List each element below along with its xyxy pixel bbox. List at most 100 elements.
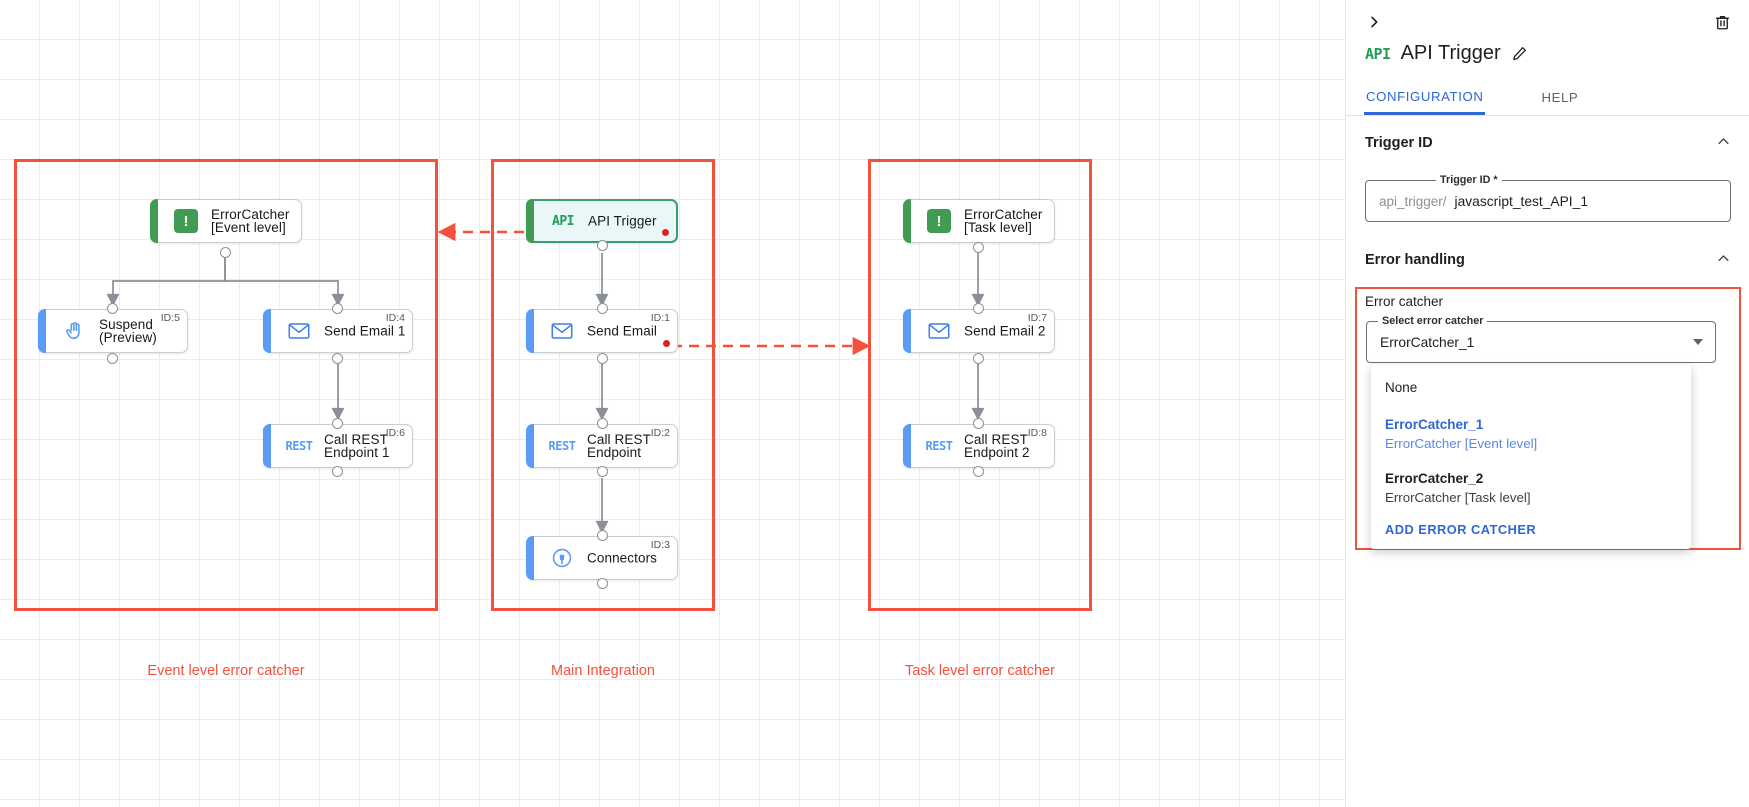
node-label: Send Email 1	[324, 323, 406, 339]
node-call-rest-endpoint[interactable]: REST Call REST Endpoint ID:2	[526, 424, 678, 468]
tab-configuration[interactable]: CONFIGURATION	[1364, 80, 1486, 115]
dropdown-option-errorcatcher-1[interactable]: ErrorCatcher_1 ErrorCatcher [Event level…	[1371, 410, 1691, 458]
chevron-up-icon[interactable]	[1716, 134, 1731, 152]
connectors-icon	[549, 545, 575, 571]
rest-icon: REST	[285, 439, 313, 453]
port-out-send-email[interactable]	[597, 353, 608, 364]
envelope-icon	[549, 318, 575, 344]
error-catcher-dropdown[interactable]: None ErrorCatcher_1 ErrorCatcher [Event …	[1371, 365, 1691, 549]
panel-header: API API Trigger	[1346, 0, 1749, 78]
node-id-tag: ID:2	[650, 427, 670, 439]
node-id-tag: ID:7	[1027, 312, 1047, 324]
node-id-tag: ID:4	[385, 312, 405, 324]
node-label: ErrorCatcher [Task level]	[964, 207, 1043, 235]
node-accent-stripe	[38, 309, 46, 353]
node-label: ErrorCatcher [Event level]	[211, 207, 290, 235]
node-accent-stripe	[903, 424, 911, 468]
port-out-api-trigger[interactable]	[597, 240, 608, 251]
page-title: API Trigger	[1400, 42, 1501, 64]
node-label: Suspend (Preview)	[99, 317, 157, 345]
node-error-indicator	[663, 340, 670, 347]
node-accent-stripe	[150, 199, 158, 243]
group-label-task-level: Task level error catcher	[905, 663, 1055, 679]
group-frame-event-level[interactable]	[14, 159, 438, 611]
port-in-call-rest-2[interactable]	[973, 418, 984, 429]
panel-title-row: API API Trigger	[1365, 42, 1529, 65]
node-accent-stripe	[526, 309, 534, 353]
dropdown-option-errorcatcher-2[interactable]: ErrorCatcher_2 ErrorCatcher [Task level]	[1371, 464, 1691, 512]
port-out-send-email-2[interactable]	[973, 353, 984, 364]
section-heading: Trigger ID	[1365, 135, 1433, 151]
error-catcher-select-value: ErrorCatcher_1	[1380, 334, 1475, 350]
section-heading: Error handling	[1365, 252, 1465, 268]
node-label: Send Email	[587, 323, 658, 339]
chevron-up-icon[interactable]	[1716, 251, 1731, 269]
section-trigger-id[interactable]: Trigger ID	[1346, 120, 1749, 166]
option-secondary: ErrorCatcher [Event level]	[1385, 436, 1538, 451]
node-label: Call REST Endpoint 1	[324, 432, 390, 460]
dropdown-option-none[interactable]: None	[1371, 373, 1691, 402]
port-out-connectors[interactable]	[597, 578, 608, 589]
trigger-id-prefix: api_trigger/	[1379, 193, 1447, 209]
port-in-send-email-1[interactable]	[332, 303, 343, 314]
tab-help[interactable]: HELP	[1541, 90, 1579, 105]
node-id-tag: ID:8	[1027, 427, 1047, 439]
error-catcher-icon: !	[173, 208, 199, 234]
error-catcher-box: Error catcher ErrorCatcher_1 Select erro…	[1355, 287, 1741, 550]
port-out-call-rest-2[interactable]	[973, 466, 984, 477]
node-call-rest-endpoint-1[interactable]: REST Call REST Endpoint 1 ID:6	[263, 424, 413, 468]
group-frame-main-integration[interactable]	[491, 159, 715, 611]
port-out-errorcatcher-task[interactable]	[973, 242, 984, 253]
panel-tabs: CONFIGURATION HELP	[1346, 80, 1749, 116]
port-out-send-email-1[interactable]	[332, 353, 343, 364]
port-out-call-rest[interactable]	[597, 466, 608, 477]
port-in-call-rest[interactable]	[597, 418, 608, 429]
port-out-suspend[interactable]	[107, 353, 118, 364]
port-out-errorcatcher-event[interactable]	[220, 247, 231, 258]
node-accent-stripe	[526, 199, 534, 243]
envelope-icon	[286, 318, 312, 344]
workflow-canvas[interactable]: Event level error catcher Main Integrati…	[0, 0, 1345, 807]
node-send-email[interactable]: Send Email ID:1	[526, 309, 678, 353]
node-call-rest-endpoint-2[interactable]: REST Call REST Endpoint 2 ID:8	[903, 424, 1055, 468]
add-error-catcher-button[interactable]: ADD ERROR CATCHER	[1385, 522, 1537, 537]
node-api-trigger[interactable]: API API Trigger	[526, 199, 678, 243]
error-catcher-label: Error catcher	[1365, 294, 1444, 309]
api-badge-text: API	[1365, 44, 1391, 63]
option-primary: ErrorCatcher_2	[1385, 471, 1484, 486]
rest-icon: REST	[548, 439, 576, 453]
section-error-handling[interactable]: Error handling	[1346, 237, 1749, 283]
group-frame-task-level[interactable]	[868, 159, 1092, 611]
chevron-right-icon[interactable]	[1360, 8, 1388, 36]
option-primary: None	[1385, 380, 1418, 395]
trigger-id-field[interactable]: api_trigger/ javascript_test_API_1	[1365, 180, 1731, 222]
node-accent-stripe	[263, 424, 271, 468]
port-in-send-email-2[interactable]	[973, 303, 984, 314]
port-out-call-rest-1[interactable]	[332, 466, 343, 477]
node-connectors[interactable]: Connectors ID:3	[526, 536, 678, 580]
node-errorcatcher-task[interactable]: ! ErrorCatcher [Task level]	[903, 199, 1055, 243]
node-send-email-1[interactable]: Send Email 1 ID:4	[263, 309, 413, 353]
group-label-event-level: Event level error catcher	[147, 663, 305, 679]
error-catcher-select[interactable]: ErrorCatcher_1	[1366, 321, 1716, 363]
trigger-id-value: javascript_test_API_1	[1454, 193, 1588, 209]
node-suspend-preview[interactable]: Suspend (Preview) ID:5	[38, 309, 188, 353]
node-id-tag: ID:1	[650, 312, 670, 324]
group-label-main-integration: Main Integration	[551, 663, 655, 679]
port-in-suspend[interactable]	[107, 303, 118, 314]
properties-panel: API API Trigger CONFIGURATION HELP Trigg…	[1345, 0, 1749, 807]
chevron-down-icon[interactable]	[1693, 339, 1703, 345]
node-label: Call REST Endpoint	[587, 432, 651, 460]
port-in-connectors[interactable]	[597, 530, 608, 541]
error-catcher-select-legend: Select error catcher	[1378, 315, 1488, 327]
node-label: Call REST Endpoint 2	[964, 432, 1030, 460]
api-badge-text: API	[552, 213, 574, 229]
node-send-email-2[interactable]: Send Email 2 ID:7	[903, 309, 1055, 353]
node-errorcatcher-event[interactable]: ! ErrorCatcher [Event level]	[150, 199, 302, 243]
port-in-send-email[interactable]	[597, 303, 608, 314]
trash-icon[interactable]	[1709, 9, 1735, 35]
port-in-call-rest-1[interactable]	[332, 418, 343, 429]
node-accent-stripe	[526, 536, 534, 580]
node-label: Connectors	[587, 550, 658, 566]
pencil-icon[interactable]	[1511, 45, 1529, 63]
